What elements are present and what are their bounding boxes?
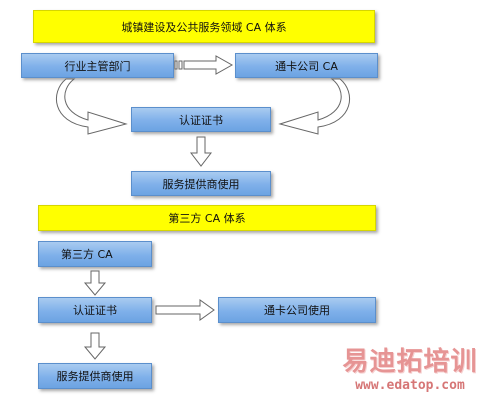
node-industry-department: 行业主管部门 bbox=[21, 53, 174, 78]
section2-header: 第三方 CA 体系 bbox=[38, 205, 376, 231]
node-certificate-2: 认证证书 bbox=[38, 297, 152, 323]
watermark-url: www.edatop.com bbox=[355, 378, 465, 393]
node-card-company-ca: 通卡公司 CA bbox=[235, 53, 378, 78]
node-card-company-usage-label: 通卡公司使用 bbox=[264, 304, 330, 317]
section2-header-text: 第三方 CA 体系 bbox=[168, 212, 246, 225]
section1-header-text: 城镇建设及公共服务领域 CA 体系 bbox=[121, 20, 287, 34]
node-third-party-ca: 第三方 CA bbox=[38, 241, 152, 267]
node-certificate-1-label: 认证证书 bbox=[179, 113, 223, 127]
section1-header: 城镇建设及公共服务领域 CA 体系 bbox=[33, 10, 375, 43]
arrow-right-icon bbox=[155, 299, 215, 321]
node-service-provider-1: 服务提供商使用 bbox=[131, 171, 271, 196]
node-service-provider-2: 服务提供商使用 bbox=[38, 363, 152, 389]
node-card-company-ca-label: 通卡公司 CA bbox=[275, 59, 338, 73]
node-certificate-2-label: 认证证书 bbox=[73, 304, 117, 317]
node-third-party-ca-label: 第三方 CA bbox=[61, 248, 113, 261]
curved-arrow-left-icon bbox=[55, 78, 128, 135]
node-service-provider-1-label: 服务提供商使用 bbox=[162, 177, 240, 191]
watermark: 易迪拓培训 www.edatop.com bbox=[330, 348, 490, 393]
arrow-down-icon bbox=[83, 270, 107, 296]
node-service-provider-2-label: 服务提供商使用 bbox=[56, 370, 134, 383]
node-card-company-usage: 通卡公司使用 bbox=[218, 297, 376, 323]
arrow-down-icon bbox=[189, 136, 213, 167]
arrow-down-icon bbox=[83, 332, 107, 360]
curved-arrow-right-icon bbox=[278, 78, 351, 135]
watermark-title: 易迪拓培训 bbox=[342, 347, 478, 377]
arrow-right-striped-icon bbox=[174, 55, 234, 75]
node-industry-department-label: 行业主管部门 bbox=[64, 59, 131, 73]
node-certificate-1: 认证证书 bbox=[131, 107, 271, 132]
